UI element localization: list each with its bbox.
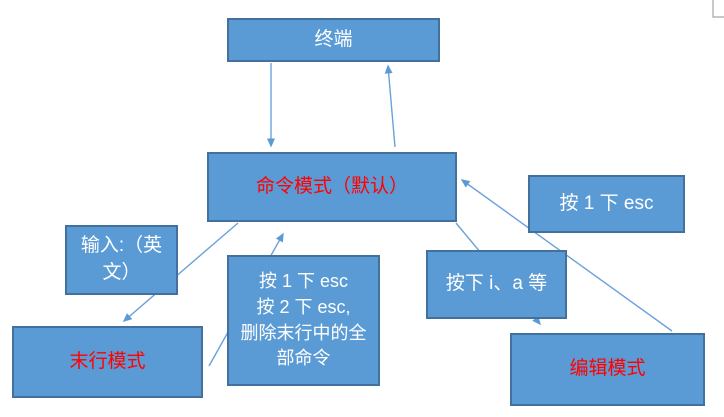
page-corner-mark-icon	[712, 0, 724, 18]
node-edit-mode-label: 编辑模式	[569, 358, 646, 380]
node-label-input-english[interactable]: 输入:（英 文）	[65, 225, 178, 295]
node-terminal[interactable]: 终端	[227, 18, 440, 62]
press-esc-once-label: 按 1 下 esc	[559, 192, 654, 214]
node-label-press-i-a[interactable]: 按下 i、a 等	[426, 250, 567, 319]
input-english-label: 输入:（英 文）	[80, 235, 163, 283]
node-command-mode[interactable]: 命令模式（默认）	[207, 152, 457, 222]
node-terminal-label: 终端	[314, 28, 353, 50]
press-i-a-label: 按下 i、a 等	[445, 273, 548, 295]
arrow-command-to-lastline[interactable]	[122, 222, 239, 322]
node-lastline-mode[interactable]: 末行模式	[12, 326, 203, 398]
node-label-esc-detail[interactable]: 按 1 下 esc 按 2 下 esc, 删除末行中的全 部命令	[227, 255, 380, 386]
arrow-command-to-terminal[interactable]	[384, 64, 396, 148]
node-edit-mode[interactable]: 编辑模式	[510, 333, 705, 406]
node-label-press-esc-once[interactable]: 按 1 下 esc	[528, 175, 685, 233]
node-lastline-mode-label: 末行模式	[69, 350, 146, 372]
arrow-edit-to-command[interactable]	[460, 179, 673, 332]
node-command-mode-label: 命令模式（默认）	[255, 175, 408, 197]
esc-detail-label: 按 1 下 esc 按 2 下 esc, 删除末行中的全 部命令	[240, 271, 367, 369]
